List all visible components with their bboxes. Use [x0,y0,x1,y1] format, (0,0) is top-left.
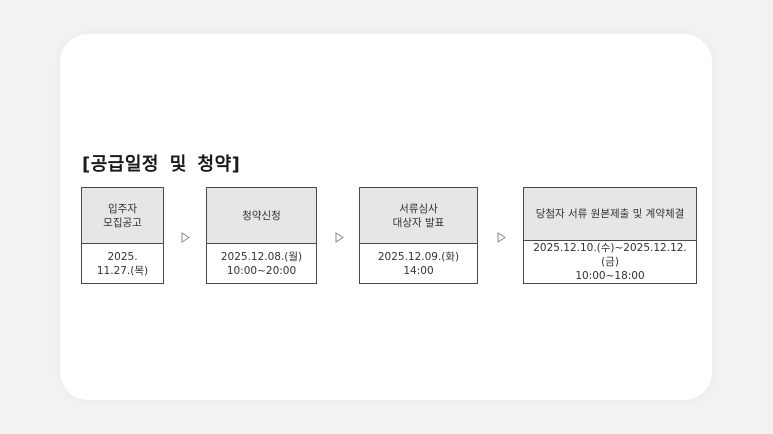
section-title: [공급일정 및 청약] [82,154,241,175]
step-date: 2025.12.09.(화) 14:00 [377,250,460,277]
step-header: 서류심사 대상자 발표 [360,188,477,244]
step-header: 입주자 모집공고 [82,188,163,244]
schedule-step-contract: 당첨자 서류 원본제출 및 계약체결 2025.12.10.(수)~2025.1… [523,187,697,284]
step-header: 당첨자 서류 원본제출 및 계약체결 [524,188,696,241]
triangle-right-icon [496,231,506,243]
schedule-step-document-review: 서류심사 대상자 발표 2025.12.09.(화) 14:00 [359,187,478,284]
step-date: 2025.12.10.(수)~2025.12.12.(금) 10:00~18:0… [533,242,687,282]
triangle-right-icon [334,231,344,243]
step-date: 2025. 11.27.(목) [96,250,149,277]
schedule-step-announcement: 입주자 모집공고 2025. 11.27.(목) [81,187,164,284]
step-header: 청약신청 [207,188,316,244]
schedule-step-application: 청약신청 2025.12.08.(월) 10:00~20:00 [206,187,317,284]
triangle-right-icon [180,231,190,243]
step-date: 2025.12.08.(월) 10:00~20:00 [220,250,303,277]
